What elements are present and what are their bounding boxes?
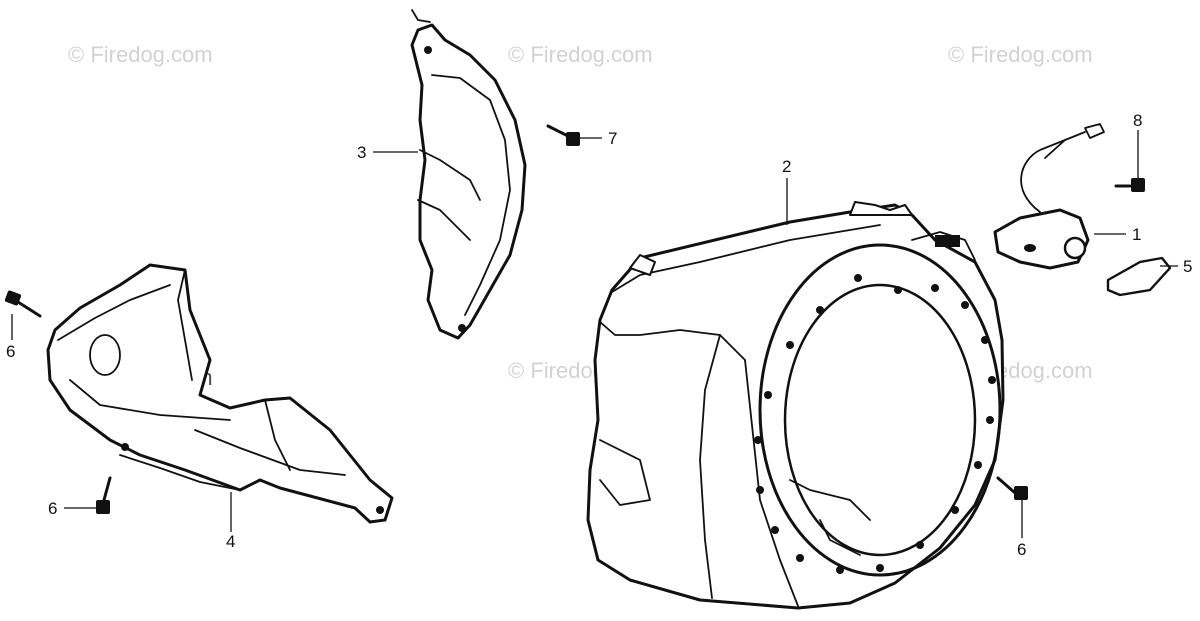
bolt-icon [546,124,580,146]
bolt-icon [4,290,42,318]
watermark: © Firedog.com [508,42,653,67]
callout-6: 6 [6,342,15,361]
part-5-plate [1106,256,1172,297]
callout-3: 3 [357,143,366,162]
bolt-icon [996,476,1028,500]
callout-6: 6 [48,499,57,518]
bolt-icon [96,476,112,514]
callout-6: 6 [1017,540,1026,559]
part-1-component [993,123,1105,270]
callout-4: 4 [226,532,235,551]
callout-1: 1 [1132,225,1141,244]
part-fan-cover [586,201,1005,610]
watermark: © Firedog.com [68,42,213,67]
bolt-icon [1114,178,1145,192]
part-lower-shroud [46,263,394,524]
watermark: © Firedog.com [948,42,1093,67]
callout-7: 7 [608,129,617,148]
part-upper-shroud [410,9,527,340]
callout-8: 8 [1133,111,1142,130]
callout-2: 2 [782,157,791,176]
callout-5: 5 [1183,257,1192,276]
